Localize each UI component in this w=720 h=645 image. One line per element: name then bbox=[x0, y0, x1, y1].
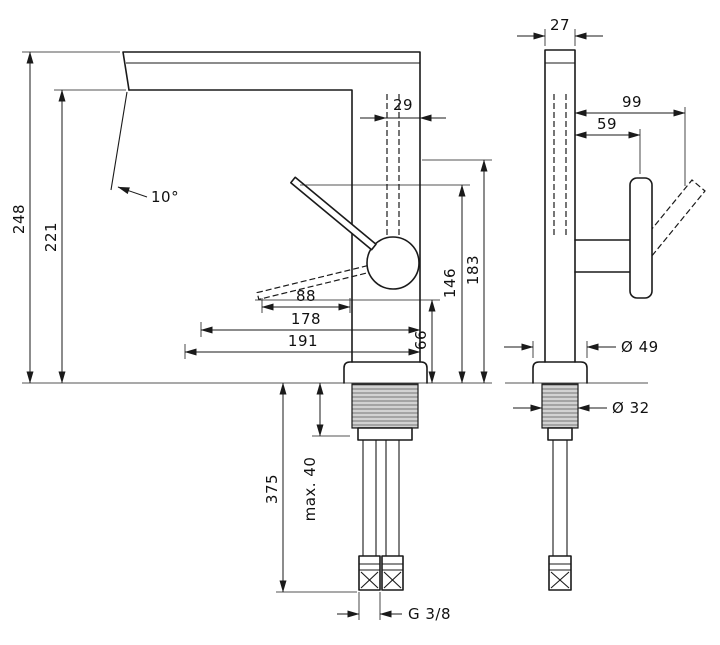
dim-label-146: 146 bbox=[441, 268, 459, 298]
dim-99: 99 bbox=[574, 93, 686, 186]
front-view: 248 221 10° 29 146 183 bbox=[10, 51, 492, 623]
hose-connector bbox=[548, 555, 572, 591]
dim-248: 248 bbox=[10, 51, 120, 384]
dim-label-dia-49: Ø 49 bbox=[621, 338, 659, 356]
dim-375: 375 bbox=[263, 382, 357, 593]
dim-146: 146 bbox=[300, 184, 470, 384]
dim-88: 88 bbox=[261, 287, 351, 313]
hose-connector bbox=[358, 555, 381, 591]
dim-angle-10: 10° bbox=[117, 186, 179, 206]
mounting-thread bbox=[351, 383, 419, 429]
side-base-flange bbox=[532, 361, 588, 384]
dim-191: 191 bbox=[184, 332, 421, 359]
dim-label-191: 191 bbox=[288, 332, 318, 350]
dim-178: 178 bbox=[200, 310, 421, 337]
dim-29: 29 bbox=[360, 96, 446, 122]
dim-221: 221 bbox=[42, 89, 126, 384]
dim-label-27: 27 bbox=[550, 16, 570, 34]
dim-label-29: 29 bbox=[393, 96, 413, 114]
handle-lever bbox=[289, 176, 377, 251]
side-handle-lever bbox=[629, 177, 653, 299]
spout-body-outline-left bbox=[128, 89, 353, 363]
side-body-outline bbox=[544, 49, 576, 363]
dim-label-178: 178 bbox=[291, 310, 321, 328]
dim-label-max-40: max. 40 bbox=[301, 457, 319, 522]
dim-thread-g38: G 3/8 bbox=[337, 592, 451, 623]
dim-max-40: max. 40 bbox=[301, 382, 350, 522]
dim-183: 183 bbox=[422, 159, 492, 384]
dim-dia-49: Ø 49 bbox=[504, 338, 659, 358]
dim-label-g38: G 3/8 bbox=[408, 605, 451, 623]
dim-66: 66 bbox=[255, 299, 440, 384]
dim-label-248: 248 bbox=[10, 204, 28, 234]
dim-label-dia-32: Ø 32 bbox=[612, 399, 650, 417]
tilt-reference-line bbox=[110, 91, 128, 191]
dim-59: 59 bbox=[574, 115, 641, 174]
dim-dia-32: Ø 32 bbox=[513, 399, 650, 417]
side-view: 27 99 59 Ø 49 Ø 32 bbox=[504, 16, 706, 591]
dim-label-59: 59 bbox=[597, 115, 617, 133]
spout-body-outline-right bbox=[122, 51, 421, 363]
mounting-nut bbox=[357, 427, 413, 441]
dim-label-375: 375 bbox=[263, 474, 281, 504]
dim-label-221: 221 bbox=[42, 222, 60, 252]
mounting-nut bbox=[547, 427, 573, 441]
base-flange bbox=[343, 361, 428, 384]
handle-pivot-ball bbox=[366, 236, 420, 290]
dim-27: 27 bbox=[517, 16, 603, 46]
dim-label-99: 99 bbox=[622, 93, 642, 111]
hose-connector bbox=[381, 555, 404, 591]
dim-label-angle: 10° bbox=[151, 188, 179, 206]
mounting-thread bbox=[541, 383, 579, 429]
dim-label-66: 66 bbox=[412, 330, 430, 350]
dim-label-88: 88 bbox=[296, 287, 316, 305]
dim-label-183: 183 bbox=[464, 255, 482, 285]
